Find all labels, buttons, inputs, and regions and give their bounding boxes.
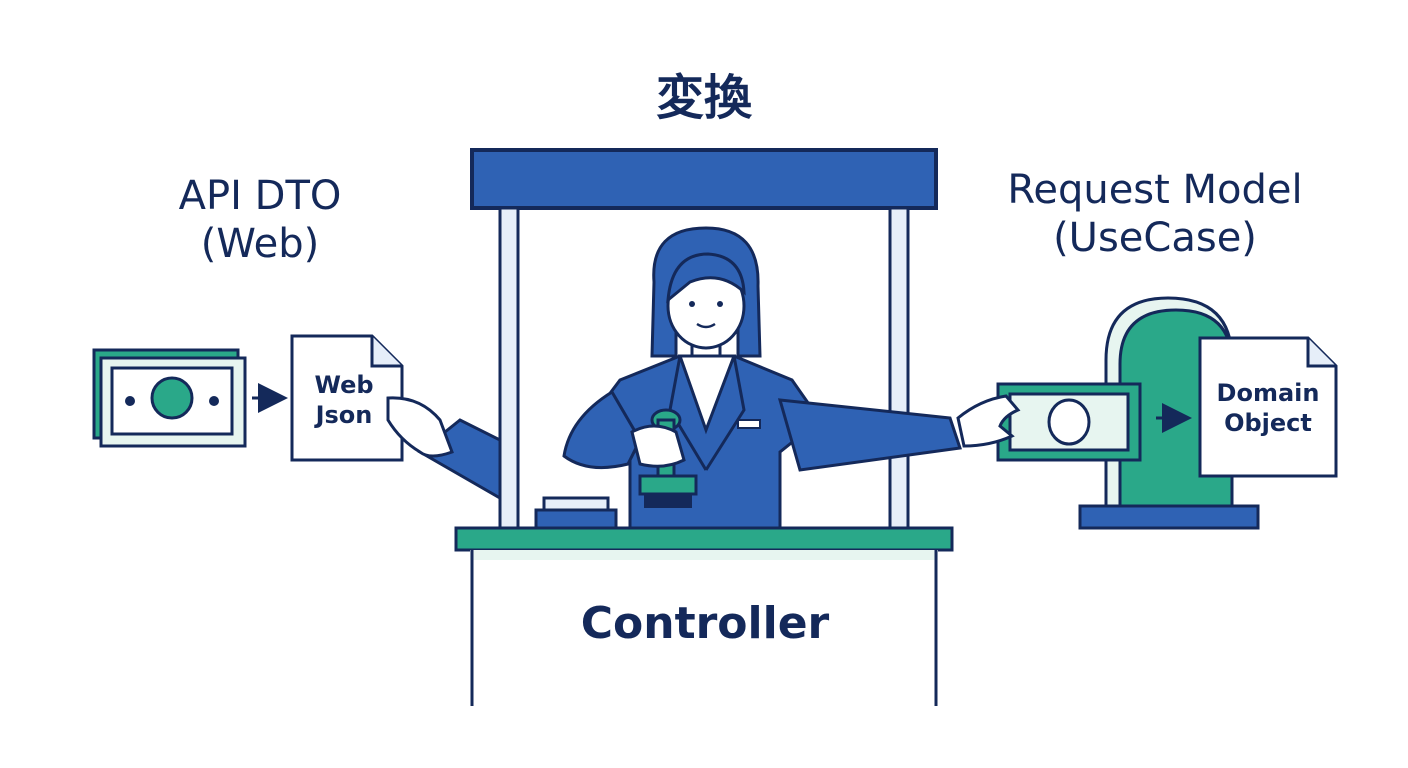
domain-object-line1: Domain [1216, 379, 1320, 407]
controller-label: Controller [580, 598, 830, 649]
domain-object-line2: Object [1224, 409, 1312, 437]
api-dto-heading: API DTO (Web) [110, 172, 410, 268]
document-icon [1198, 336, 1338, 478]
money-bill-icon [92, 348, 247, 448]
booth-roof [470, 148, 938, 210]
clerk-right-hand [956, 394, 1021, 448]
web-json-line2: Json [315, 401, 373, 429]
request-model-heading: Request Model (UseCase) [960, 166, 1350, 262]
request-model-heading-line1: Request Model [1007, 167, 1303, 213]
money-bill-icon [996, 382, 1142, 462]
booth-post-right [888, 206, 910, 530]
domain-object-document-text: Domain Object [1200, 378, 1336, 438]
diagram-title: 変換 [655, 70, 752, 126]
web-json-line1: Web [314, 371, 374, 399]
clerk-left-arm [386, 396, 502, 501]
api-dto-heading-line2: (Web) [200, 221, 320, 267]
request-model-heading-line2: (UseCase) [1053, 215, 1257, 261]
web-json-document-text: Web Json [294, 370, 394, 430]
ink-pad-icon [534, 496, 618, 530]
booth-post-left [498, 206, 520, 530]
api-dto-heading-line1: API DTO [178, 173, 342, 219]
clerk-left-hand [630, 424, 686, 468]
booth-counter [454, 526, 954, 706]
